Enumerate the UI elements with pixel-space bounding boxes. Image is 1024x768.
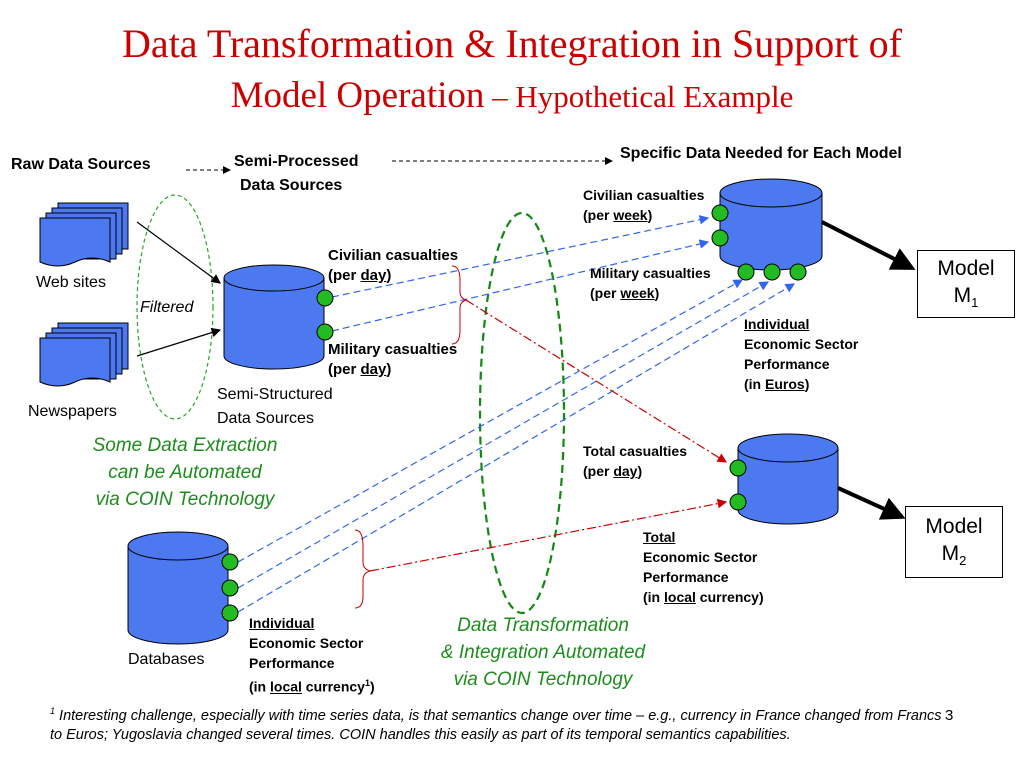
m2-total-cas-label: Total casualties (per day) [583,443,688,479]
semi-civ-label: Civilian casualties (per day) [328,247,459,284]
filter-ellipse [136,194,214,420]
db-econ-label: Individual Economic Sector Performance (… [249,615,375,695]
db-dot-3 [221,604,239,622]
semi-structured-label-2: Data Sources [217,410,314,427]
mil-day-to-week-arrow [331,239,710,332]
model2-data-cylinder [737,433,839,525]
transformation-ellipse [478,211,566,615]
db-to-m1-arrow-2 [237,281,770,589]
newspapers-documents-icon [39,322,129,387]
m2-total-cas-dot [729,459,747,477]
semi-mil-label: Military casualties (per day) [328,341,458,378]
semi-processed-header-1: Semi-Processed [234,153,359,170]
db-to-m1-arrow-1 [237,279,744,563]
m1-econ-label: Individual Economic Sector Performance (… [744,316,859,392]
m1-civ-label: Civilian casualties (per week) [583,187,705,223]
m1-mil-dot [711,229,729,247]
db-dot-1 [221,553,239,571]
news-to-semi-arrow [136,327,222,357]
m1-civ-dot [711,204,729,222]
title-line-2: Model Operation – Hypothetical Example [0,74,1024,117]
casualties-sum-arrow [465,299,728,463]
transformation-note: Data Transformation & Integration Automa… [440,615,646,690]
semi-civ-dot [316,289,334,307]
title-main: Model Operation [230,75,485,116]
m1-ind-dot-1 [737,263,755,281]
web-sites-documents-icon [39,202,129,267]
m2-feed-arrow [837,486,906,520]
m1-feed-arrow [821,220,916,270]
model1-data-cylinder [719,178,823,271]
semi-structured-label-1: Semi-Structured [217,386,333,403]
connector-dots [221,204,807,622]
m1-mil-label: Military casualties (per week) [590,265,711,301]
newspapers-label: Newspapers [28,403,117,420]
model-m1-box: Model M1 [917,250,1015,318]
raw-data-sources-header: Raw Data Sources [11,156,151,173]
title-line-1: Data Transformation & Integration in Sup… [122,21,902,66]
specific-data-header: Specific Data Needed for Each Model [620,145,902,162]
civ-day-to-week-arrow [331,215,710,298]
web-sites-label: Web sites [36,274,106,291]
db-to-m1-arrow-3 [237,283,796,613]
m2-total-econ-label: Total Economic Sector Performance (in lo… [643,529,764,605]
extraction-note: Some Data Extraction can be Automated vi… [92,435,278,510]
db-dot-2 [221,579,239,597]
semi-structured-cylinder [223,264,325,370]
model-m2-box: Model M2 [905,506,1003,578]
m1-ind-dot-3 [789,263,807,281]
title-subtitle: – Hypothetical Example [484,79,794,114]
filtered-label: Filtered [140,299,194,316]
m2-total-econ-dot [729,493,747,511]
semi-mil-dot [316,323,334,341]
semi-processed-header-2: Data Sources [240,177,343,194]
page-number: 3 [945,707,954,724]
databases-cylinder [127,531,229,645]
db-sum-arrow [369,498,728,572]
m1-ind-dot-2 [763,263,781,281]
footnote: 1 Interesting challenge, especially with… [50,706,942,743]
databases-label: Databases [128,651,205,668]
web-to-semi-arrow [136,221,221,284]
